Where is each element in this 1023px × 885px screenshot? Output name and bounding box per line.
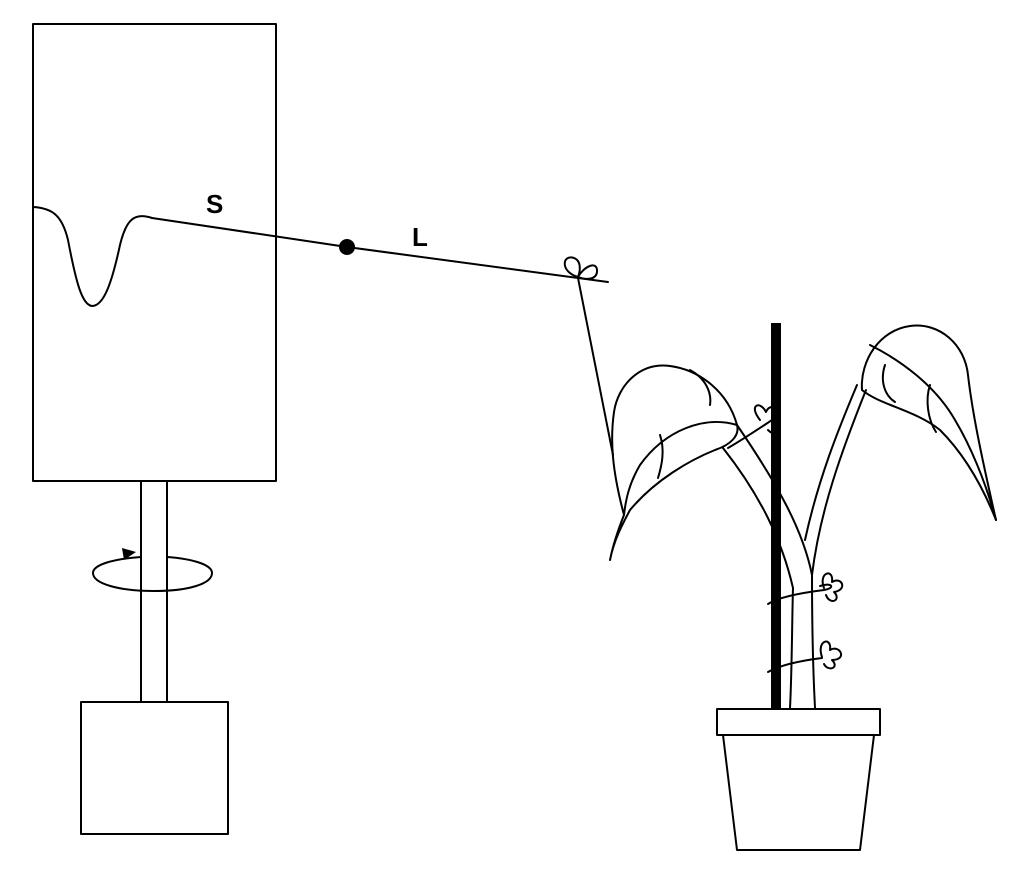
right-branch-outer-edge [804, 384, 858, 541]
rotation-ellipse [92, 556, 213, 592]
upper-tie-loop [727, 419, 773, 449]
middle-tie-loop [767, 583, 833, 605]
lever-long-arm [346, 246, 609, 283]
kymograph [32, 23, 277, 835]
lever: S L [151, 189, 609, 283]
left-leaf-vein [657, 434, 664, 479]
pot-body [722, 734, 875, 851]
main-stem-left-edge [789, 587, 794, 709]
support-stake [771, 323, 781, 709]
left-branch-inner-edge [736, 424, 813, 576]
label-l: L [412, 222, 428, 252]
left-leaf-midrib [623, 420, 738, 516]
lever-fulcrum [339, 239, 355, 255]
kymograph-base [80, 701, 229, 835]
left-leaf-outline [609, 364, 739, 561]
right-leaf-outline [860, 324, 997, 521]
recording-drum [32, 23, 277, 482]
right-leaf-fold-line [881, 364, 896, 403]
potted-plant [609, 323, 997, 851]
left-leaf-fold-line [689, 369, 712, 406]
lower-tie-bow [819, 640, 843, 670]
upper-tie-bow [754, 404, 780, 435]
lower-tie-knot [767, 640, 843, 673]
right-leaf-vein [926, 384, 937, 433]
lever-short-arm [151, 217, 348, 248]
label-s: S [206, 189, 223, 219]
upper-tie-knot [727, 404, 780, 449]
pot-rim [716, 708, 881, 736]
middle-tie-knot [767, 572, 844, 605]
connecting-thread [577, 277, 614, 456]
left-branch-outer-edge [722, 447, 794, 589]
right-branch-inner-edge [811, 389, 867, 576]
rotation-arrow-head-icon [122, 548, 136, 560]
recorded-trace-curve [32, 206, 153, 307]
right-leaf-midrib [869, 344, 997, 521]
main-stem-right-edge [811, 574, 816, 709]
lever-thread-knot [563, 256, 598, 280]
lower-tie-loop [767, 657, 823, 673]
middle-tie-bow [821, 572, 844, 602]
